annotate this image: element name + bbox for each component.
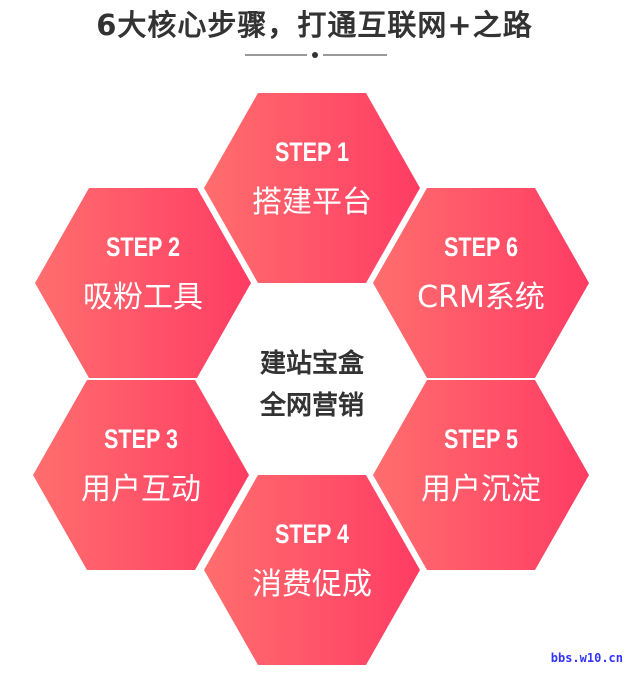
step-label: 吸粉工具 xyxy=(83,280,203,315)
watermark: bbs.w10.cn xyxy=(550,651,623,665)
hexagon-step-3: STEP 3 用户互动 xyxy=(33,380,249,570)
hexagon-step-5: STEP 5 用户沉淀 xyxy=(373,380,589,570)
hexagon-step-4: STEP 4 消费促成 xyxy=(204,475,420,665)
hexagon-step-1: STEP 1 搭建平台 xyxy=(204,93,420,283)
step-number: STEP 2 xyxy=(106,233,180,263)
page-title: 6大核心步骤，打通互联网+之路 xyxy=(96,8,533,42)
hexagon-shape xyxy=(204,93,420,283)
divider-left xyxy=(245,54,307,56)
hexagon-shape xyxy=(373,188,589,378)
divider-dot xyxy=(312,52,318,58)
hexagon-shape xyxy=(373,380,589,570)
hexagon-shape xyxy=(35,188,251,378)
center-line-1: 建站宝盒 xyxy=(260,348,365,379)
hexagon-shape xyxy=(33,380,249,570)
step-label: 用户互动 xyxy=(81,472,201,507)
center-line-2: 全网营销 xyxy=(259,390,364,421)
step-label: 消费促成 xyxy=(252,567,372,602)
divider-right xyxy=(323,54,387,56)
hexagon-shape xyxy=(204,475,420,665)
step-number: STEP 6 xyxy=(444,233,518,263)
step-label: 用户沉淀 xyxy=(421,472,541,507)
step-label: 搭建平台 xyxy=(252,185,372,220)
hexagon-step-2: STEP 2 吸粉工具 xyxy=(35,188,251,378)
step-label: CRM系统 xyxy=(417,280,545,315)
step-number: STEP 5 xyxy=(444,425,518,455)
step-number: STEP 1 xyxy=(275,138,349,168)
step-number: STEP 3 xyxy=(104,425,178,455)
hexagon-step-6: STEP 6 CRM系统 xyxy=(373,188,589,378)
step-number: STEP 4 xyxy=(275,520,349,550)
